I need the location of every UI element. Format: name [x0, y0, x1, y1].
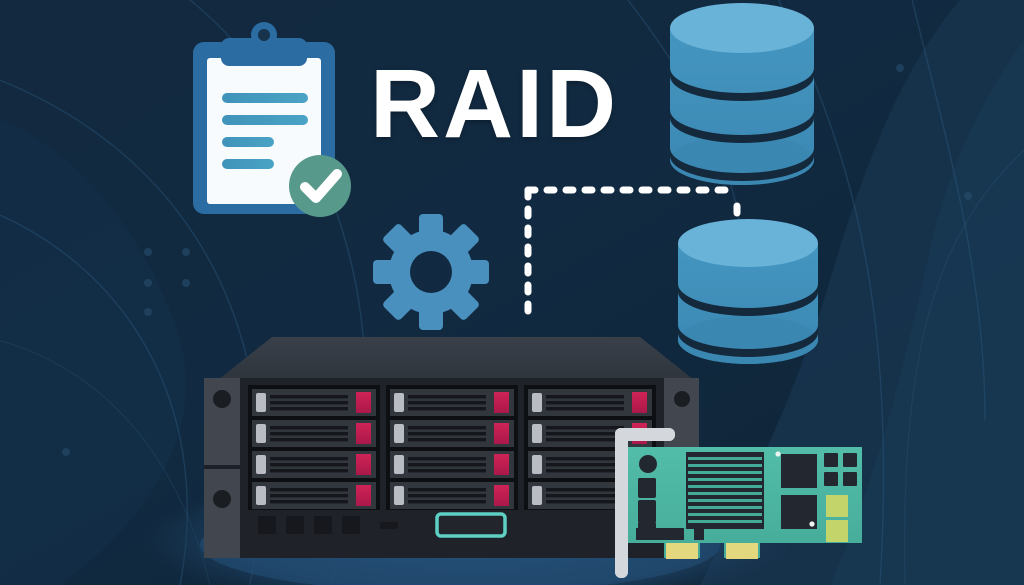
drive-led-indicator — [494, 423, 509, 444]
drive-bay-row — [252, 420, 376, 447]
pcie-connector — [638, 478, 656, 497]
drive-bay-row — [252, 389, 376, 416]
drive-bay-column — [248, 385, 380, 510]
rack-screw-top — [213, 390, 231, 408]
pcie-small-chip — [824, 472, 838, 486]
pcie-mount-hole — [639, 455, 657, 473]
clipboard-clip-ring-hole — [258, 29, 270, 41]
pcie-small-chip — [843, 453, 857, 467]
cylinder-top-face — [678, 219, 818, 267]
gear-hub-hole — [410, 251, 452, 293]
checklist-line-2 — [222, 115, 308, 125]
cylinder-band-group — [670, 68, 814, 181]
drive-led-indicator — [494, 485, 509, 506]
pcie-heatsink — [686, 452, 764, 529]
pcie-solder-dot-group — [775, 451, 815, 527]
raid-controller-card — [615, 428, 862, 578]
cylinder-band-group — [678, 284, 818, 357]
rack-screw-top — [674, 391, 690, 407]
pcie-gold-finger-group — [666, 543, 758, 559]
drive-bay-column — [386, 385, 518, 510]
drive-led-indicator — [494, 392, 509, 413]
drive-led-indicator — [356, 392, 371, 413]
check-icon — [300, 169, 342, 203]
background-blob-left — [0, 120, 187, 585]
clipboard-line-group — [222, 93, 308, 169]
cylinder-top-face — [670, 3, 814, 53]
drive-bay-row — [252, 482, 376, 509]
drive-led-indicator — [632, 392, 647, 413]
verified-check-badge — [289, 155, 351, 217]
front-panel-button — [286, 516, 304, 534]
checklist-line-3 — [222, 137, 274, 147]
front-panel-display-bezel[interactable] — [435, 512, 507, 538]
pcie-small-chip — [824, 453, 838, 467]
drive-bay-row — [252, 451, 376, 478]
checklist-line-4 — [222, 159, 274, 169]
drive-led-indicator — [356, 485, 371, 506]
front-panel-button — [258, 516, 276, 534]
clipboard-checklist — [193, 22, 351, 217]
drive-bay-row — [390, 451, 514, 478]
settings-gear-icon — [373, 214, 489, 330]
front-panel-controls — [258, 512, 507, 538]
pcie-connector — [638, 522, 656, 535]
drive-bay-row — [390, 420, 514, 447]
pcie-small-chip-group — [824, 453, 857, 486]
front-panel-dash-indicator — [380, 522, 398, 529]
database-cylinder-bottom — [678, 219, 818, 364]
pcie-small-chip — [843, 472, 857, 486]
front-panel-button-group[interactable] — [258, 516, 360, 534]
checklist-line-1 — [222, 93, 308, 103]
drive-bay-row — [390, 389, 514, 416]
heatsink-fin-group — [688, 457, 762, 523]
rack-screw-bottom — [213, 490, 231, 508]
pcie-capacitor-group — [826, 495, 848, 542]
pcie-connector — [638, 500, 656, 519]
server-rack-ear-left — [204, 378, 240, 558]
server-top-surface — [218, 337, 694, 380]
pcie-main-chip — [781, 454, 817, 488]
front-panel-button — [342, 516, 360, 534]
pcie-capacitor — [826, 495, 848, 517]
drive-bay-grid — [248, 385, 656, 510]
pcie-bracket-front — [615, 428, 675, 578]
clipboard-clip-bar — [221, 38, 307, 66]
background-dot-group — [62, 64, 972, 456]
drive-led-indicator — [494, 454, 509, 475]
drive-bay-row — [528, 389, 652, 416]
drive-led-indicator — [356, 454, 371, 475]
background-blob-right-2 — [830, 40, 1024, 585]
pcie-connector-group-2 — [638, 478, 656, 535]
pcie-capacitor — [826, 520, 848, 542]
drive-bay-row — [390, 482, 514, 509]
front-panel-button — [314, 516, 332, 534]
drive-led-indicator — [356, 423, 371, 444]
database-cylinder-top — [670, 3, 814, 185]
